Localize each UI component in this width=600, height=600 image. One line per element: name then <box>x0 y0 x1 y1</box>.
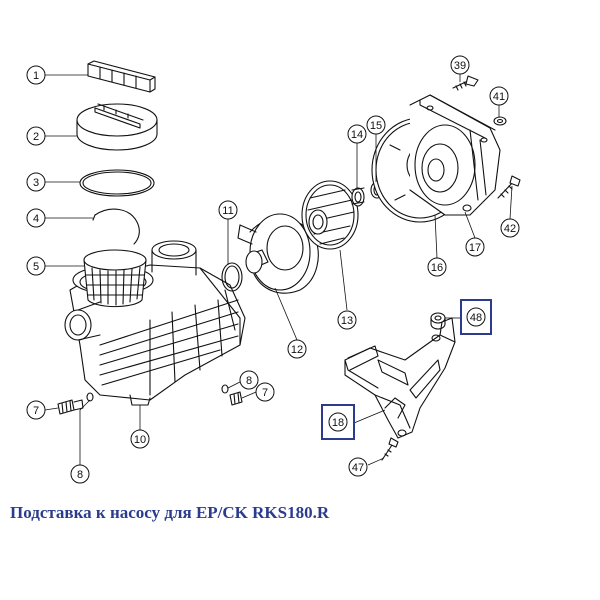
callout-7-right: 7 <box>255 382 275 402</box>
part-1-handle-bar <box>87 60 156 93</box>
part-39-bolt <box>452 75 479 91</box>
part-41-washer <box>493 116 507 126</box>
leader-lines <box>44 74 513 466</box>
callout-label: 14 <box>351 129 363 141</box>
callout-13: 13 <box>337 310 357 330</box>
callout-42: 42 <box>500 218 520 238</box>
callout-11: 11 <box>218 200 238 220</box>
callout-7-left: 7 <box>26 400 46 420</box>
part-17-motor-flange <box>409 94 501 216</box>
callout-48-highlight: 48 <box>460 299 492 335</box>
callout-1: 1 <box>26 65 46 85</box>
callout-15: 15 <box>366 115 386 135</box>
part-11-o-ring <box>221 262 243 292</box>
part-8-oring-right <box>221 384 229 394</box>
part-2-lid <box>76 103 158 151</box>
callout-16: 16 <box>427 257 447 277</box>
callout-4: 4 <box>26 208 46 228</box>
callout-label: 8 <box>246 375 252 387</box>
callout-label: 5 <box>33 261 39 273</box>
callout-label: 10 <box>134 434 146 446</box>
part-8-oring-left <box>86 392 94 402</box>
part-3-o-ring <box>79 169 155 197</box>
part-7-drain-plug-left <box>57 399 84 415</box>
callout-label: 47 <box>352 462 364 474</box>
callout-14: 14 <box>347 124 367 144</box>
callout-label: 42 <box>504 223 516 235</box>
diagram-caption: Подставка к насосу для EP/CK RKS180.R <box>10 503 330 522</box>
part-4-clip <box>92 208 140 245</box>
callout-2: 2 <box>26 126 46 146</box>
callout-label: 11 <box>222 205 233 217</box>
callout-18-highlight: 18 <box>321 404 355 440</box>
part-42-bolt <box>497 175 521 199</box>
callout-17: 17 <box>465 237 485 257</box>
part-7-drain-plug-right <box>229 391 243 406</box>
callout-12: 12 <box>287 339 307 359</box>
callout-10: 10 <box>130 429 150 449</box>
callout-label: 3 <box>33 177 39 189</box>
callout-5: 5 <box>26 256 46 276</box>
callout-label: 13 <box>341 315 353 327</box>
callout-label: 18 <box>332 417 344 429</box>
part-48-washer <box>430 312 446 330</box>
callout-label: 7 <box>262 387 268 399</box>
callout-41: 41 <box>489 86 509 106</box>
callout-label: 8 <box>77 469 83 481</box>
callout-3: 3 <box>26 172 46 192</box>
callout-label: 2 <box>33 131 39 143</box>
callout-8-right: 8 <box>239 370 259 390</box>
callout-39: 39 <box>450 55 470 75</box>
part-14-seal <box>351 187 365 207</box>
part-12-diffuser <box>237 213 319 294</box>
callout-label: 41 <box>493 91 505 103</box>
callout-label: 7 <box>33 405 39 417</box>
callout-label: 17 <box>469 242 481 254</box>
callout-label: 12 <box>291 344 303 356</box>
callout-47: 47 <box>348 457 368 477</box>
part-13-impeller <box>301 180 359 250</box>
part-18-pump-stand <box>344 317 456 439</box>
callout-label: 16 <box>431 262 443 274</box>
part-47-screw <box>381 437 399 461</box>
callout-label: 39 <box>454 60 466 72</box>
callout-label: 15 <box>370 120 382 132</box>
part-10-pump-housing <box>64 240 246 406</box>
callout-8-left: 8 <box>70 464 90 484</box>
callout-label: 1 <box>33 70 39 82</box>
callout-label: 4 <box>33 213 39 225</box>
callout-label: 48 <box>470 312 482 324</box>
